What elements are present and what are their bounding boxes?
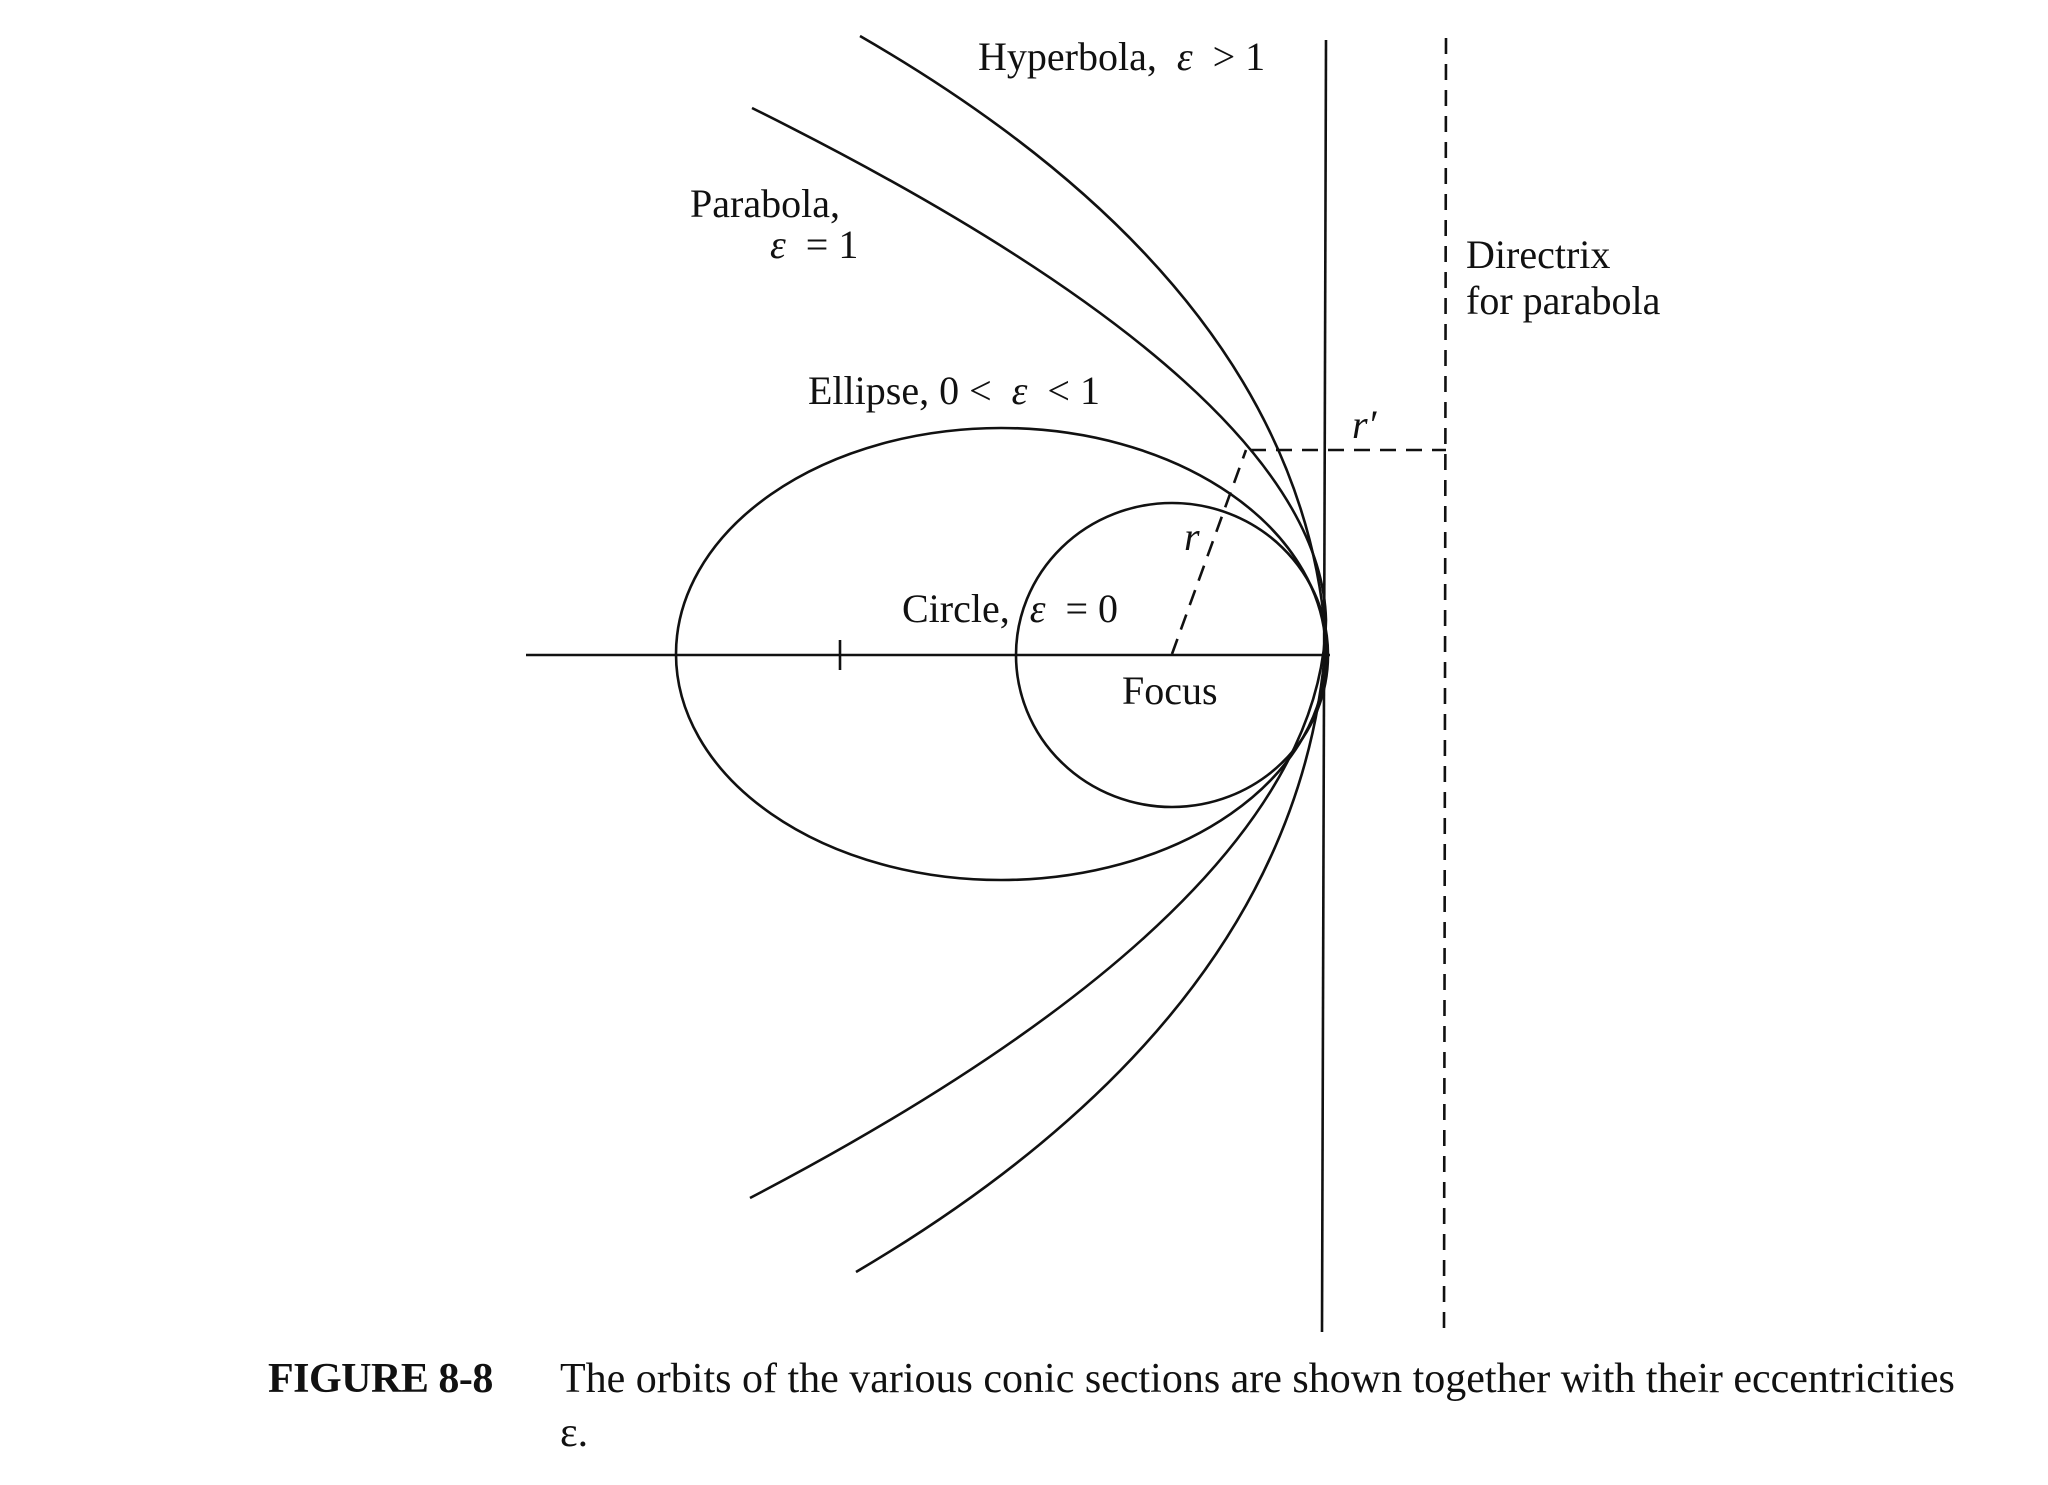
hyperbola-orbit: [855, 34, 1328, 1274]
r-label: r: [1184, 514, 1200, 559]
parabola-label-line2: ε = 1: [770, 222, 858, 267]
radius-r-line: [1170, 449, 1248, 655]
figure-caption-text: The orbits of the various conic sections…: [560, 1356, 1955, 1456]
circle-orbit: [1014, 501, 1330, 809]
parabola-label-line1: Parabola,: [690, 181, 840, 226]
focus-label: Focus: [1122, 668, 1218, 713]
circle-label: Circle, ε = 0: [902, 586, 1118, 631]
directrix-label-line1: Directrix: [1466, 232, 1610, 277]
r-prime-label: r′: [1352, 402, 1378, 447]
figure-number: FIGURE 8-8: [268, 1356, 493, 1402]
directrix-label-line2: for parabola: [1466, 278, 1661, 323]
ellipse-label: Ellipse, 0 < ε < 1: [808, 368, 1100, 413]
parabola-orbit: [749, 106, 1328, 1200]
hyperbola-label: Hyperbola, ε > 1: [978, 34, 1265, 79]
directrix-line: [1442, 37, 1448, 1333]
